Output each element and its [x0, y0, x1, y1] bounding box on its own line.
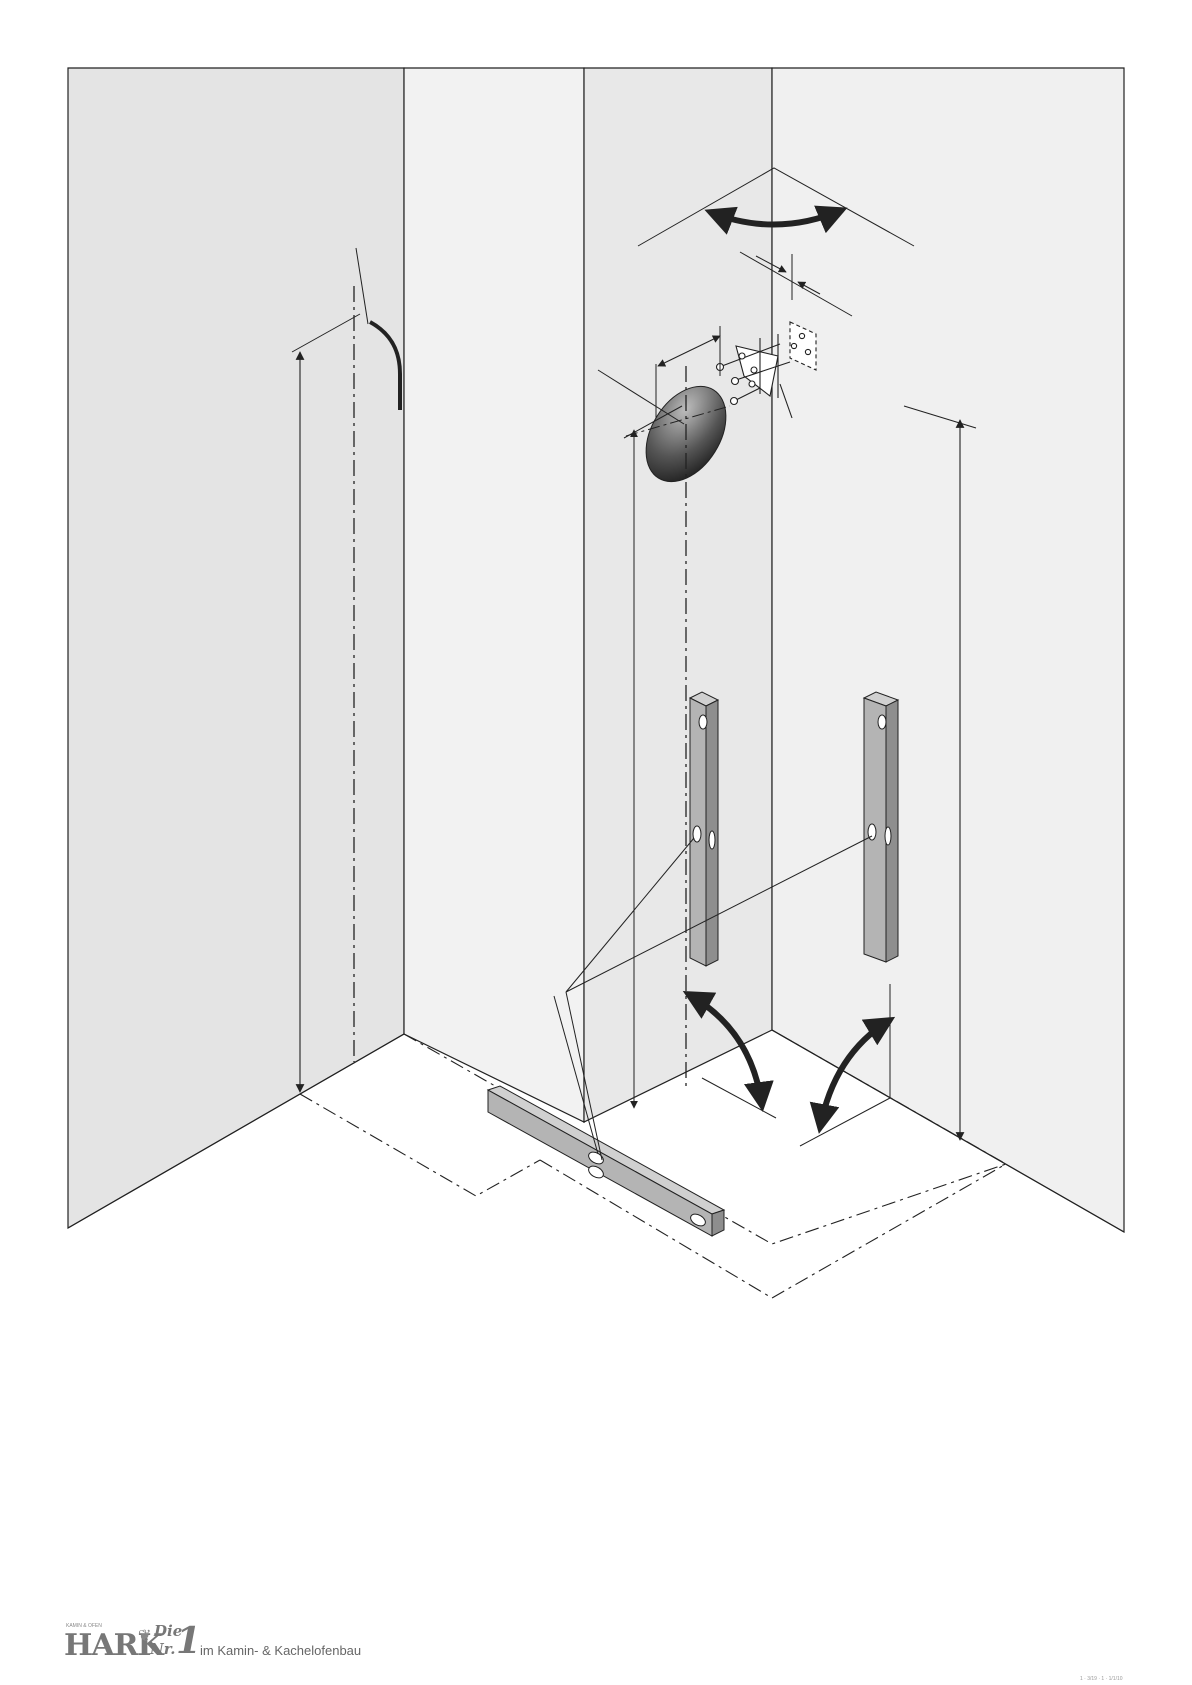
right-wall — [772, 68, 1124, 1232]
back-wall — [584, 68, 772, 1122]
floor-footprint-front — [540, 1160, 1006, 1298]
room-walls — [68, 68, 1124, 1232]
footer-logo: KAMIN & OFEN HARK ❦ Die Nr. 1 im Kamin- … — [64, 1620, 484, 1664]
brand-tagline: im Kamin- & Kachelofenbau — [200, 1643, 361, 1658]
spirit-level-right-wall — [864, 692, 898, 962]
page-code: 1 · 3/19 · 1 · 1/1/10 — [1080, 1676, 1123, 1682]
brand-one: 1 — [176, 1620, 201, 1662]
spirit-level-back-wall — [690, 692, 718, 966]
middle-wall — [404, 68, 584, 1122]
brand-nr: Nr. — [150, 1640, 175, 1658]
